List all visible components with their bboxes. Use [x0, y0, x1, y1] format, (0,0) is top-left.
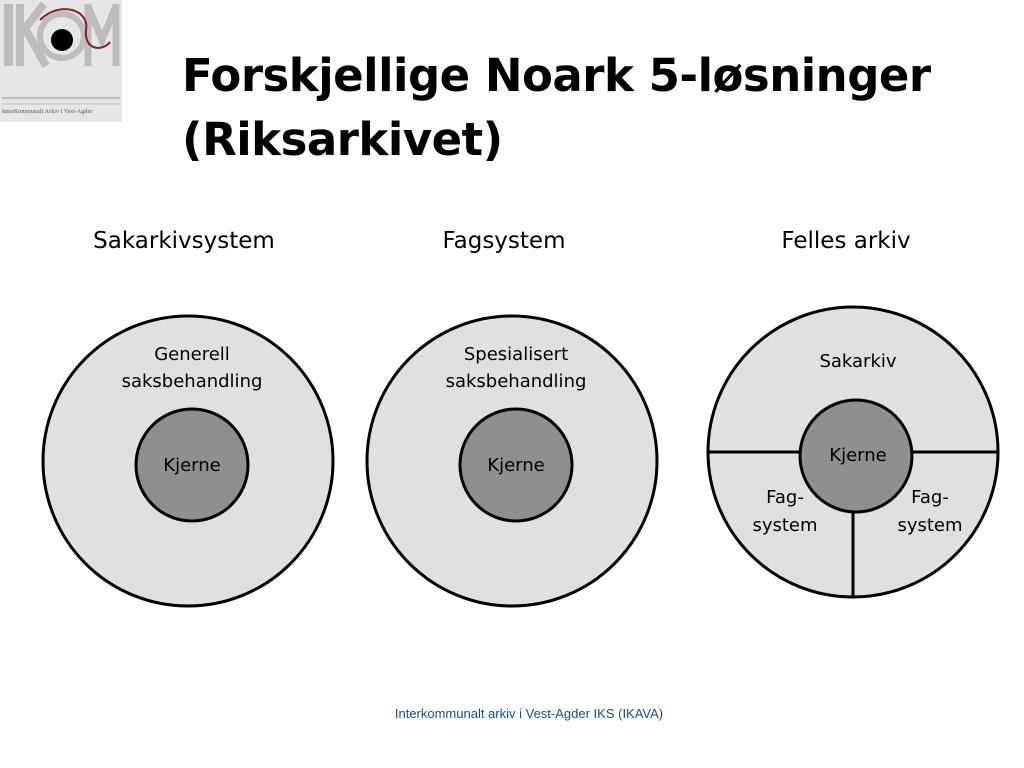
footer-text: Interkommunalt arkiv i Vest-Agder IKS (I…: [394, 706, 664, 721]
core-label: Kjerne: [163, 455, 220, 476]
diagram-felles-arkiv: Sakarkiv Kjerne Fag- system Fag- system: [706, 305, 1000, 599]
outer-label-line1: Spesialisert: [464, 344, 568, 365]
page-title: Forskjellige Noark 5-løsninger (Riksarki…: [182, 49, 931, 166]
outer-label-line2: saksbehandling: [122, 371, 263, 392]
core-circle: [458, 407, 574, 523]
core-circle: [798, 398, 914, 514]
heading-sakarkivsystem: Sakarkivsystem: [93, 228, 275, 254]
heading-felles-arkiv: Felles arkiv: [781, 228, 911, 254]
ikava-logo: InterKommunalt Arkiv i Vest-Agder: [0, 0, 122, 122]
fagsystem-left-line2: system: [752, 515, 817, 536]
fagsystem-right-line2: system: [897, 515, 962, 536]
sakarkiv-label: Sakarkiv: [819, 351, 896, 372]
diagram-sakarkivsystem: Generell saksbehandling Kjerne: [41, 314, 335, 608]
fagsystem-left-line1: Fag-: [766, 487, 804, 508]
outer-label-line2: saksbehandling: [446, 371, 587, 392]
heading-fagsystem: Fagsystem: [442, 228, 566, 254]
fagsystem-right-line1: Fag-: [911, 487, 949, 508]
core-label: Kjerne: [829, 445, 886, 466]
ikava-logo-icon: [0, 0, 122, 122]
outer-label-line1: Generell: [154, 344, 230, 365]
core-label: Kjerne: [487, 455, 544, 476]
core-circle: [134, 407, 250, 523]
logo-caption: InterKommunalt Arkiv i Vest-Agder: [2, 109, 93, 115]
diagram-fagsystem: Spesialisert saksbehandling Kjerne: [365, 314, 659, 608]
